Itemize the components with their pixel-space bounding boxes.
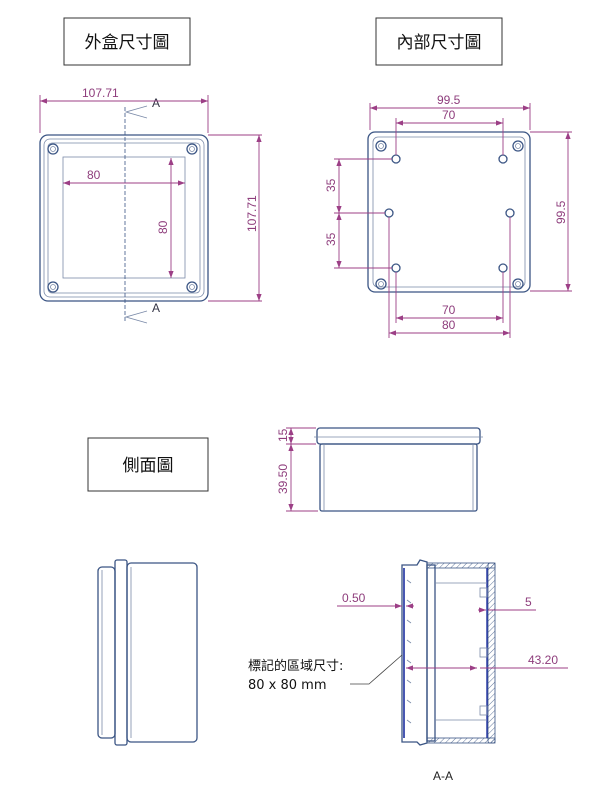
title-outer: 外盒尺寸圖: [85, 33, 170, 53]
side-view: 15 39.50: [276, 427, 483, 512]
screw-holes: [47, 143, 198, 293]
note-line-2: 80 x 80 mm: [248, 678, 327, 693]
inner-height-label: 99.5: [554, 200, 568, 224]
lid-height-label: 15: [276, 428, 290, 442]
top-pitch-label: 70: [442, 108, 456, 122]
note-line-1: 標記的區域尺寸:: [248, 658, 343, 674]
title-side: 側面圖: [123, 456, 174, 476]
outer-width-label: 107.71: [82, 86, 119, 100]
window-height-label: 80: [156, 220, 170, 234]
rib-label: 5: [525, 595, 532, 609]
title-inner: 內部尺寸圖: [397, 33, 482, 53]
title-side-box: 側面圖: [87, 437, 209, 492]
depth-label: 43.20: [528, 653, 558, 667]
section-label: A-A: [433, 769, 453, 783]
inner-view: 99.5 70 35 35 99.5 70 80: [324, 93, 572, 338]
body-height-label: 39.50: [276, 464, 290, 494]
section-mark-bottom: A: [152, 301, 160, 315]
section-view: 0.50 5 43.20 A-A: [337, 559, 568, 783]
bottom-pitch-inner-label: 70: [442, 303, 456, 317]
section-mark-top: A: [152, 96, 160, 110]
outer-height-label: 107.71: [245, 195, 259, 232]
marked-area-note: 標記的區域尺寸: 80 x 80 mm: [248, 654, 403, 693]
left-pitch-1-label: 35: [324, 178, 338, 192]
left-pitch-2-label: 35: [324, 232, 338, 246]
wall-thickness-label: 0.50: [342, 591, 366, 605]
title-inner-box: 內部尺寸圖: [375, 17, 503, 66]
outer-view: A A 107.71 107.71 80 80: [39, 86, 262, 324]
title-outer-box: 外盒尺寸圖: [63, 17, 191, 66]
bottom-pitch-outer-label: 80: [442, 318, 456, 332]
end-view: [97, 559, 198, 746]
inner-width-label: 99.5: [437, 93, 461, 107]
window-width-label: 80: [87, 168, 101, 182]
